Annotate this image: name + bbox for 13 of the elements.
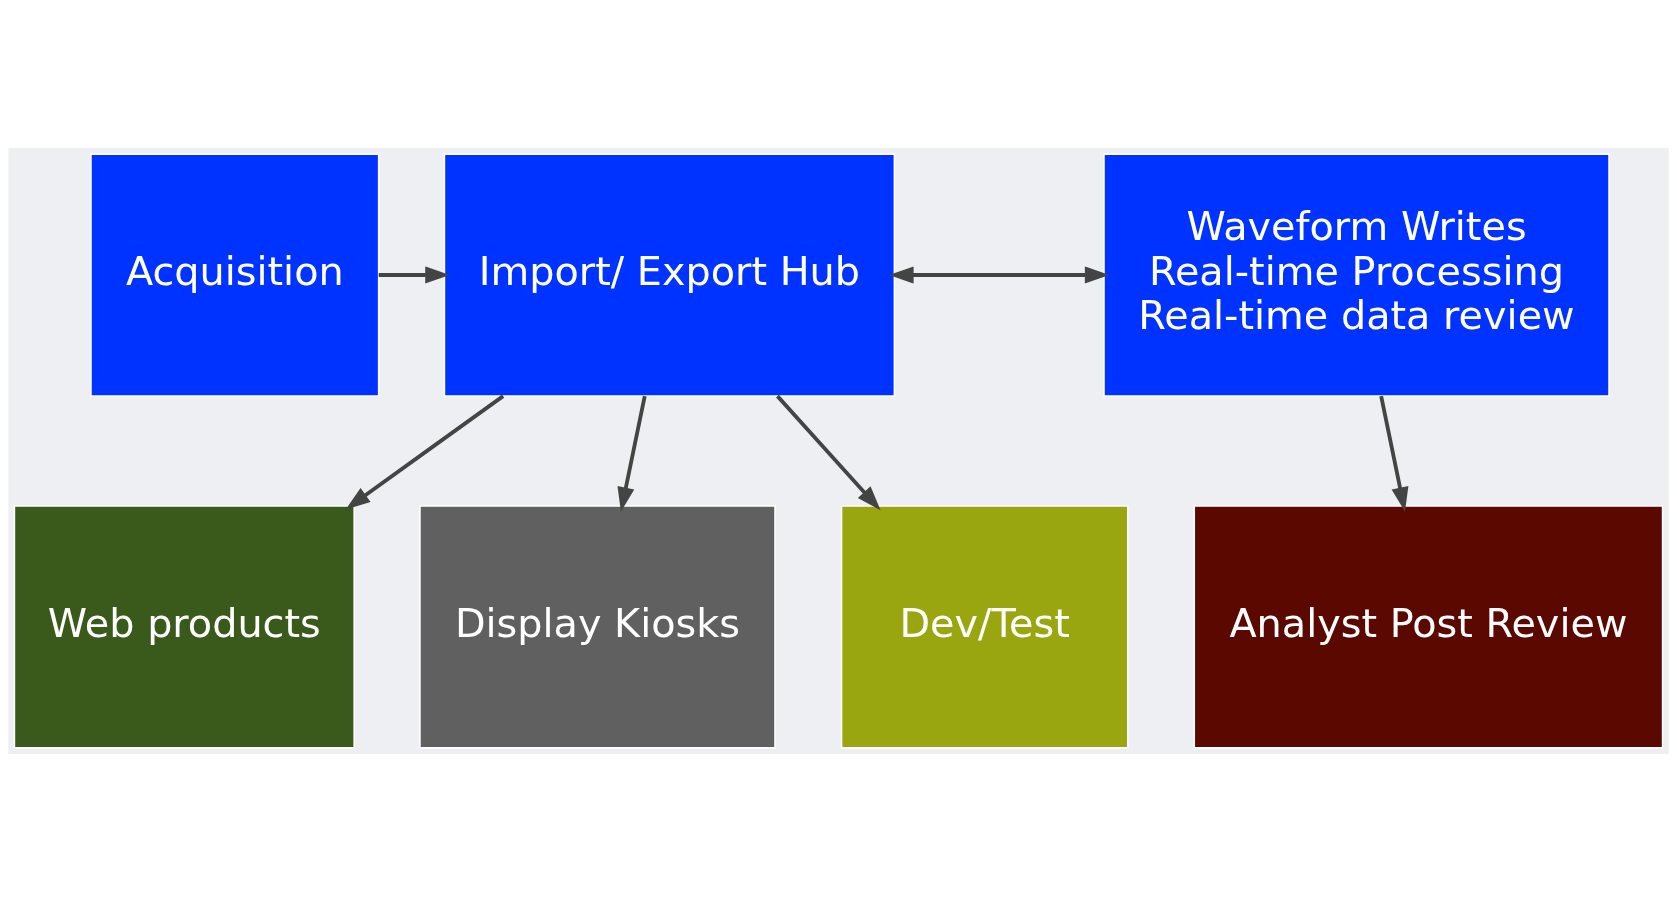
node-box: Display Kiosks [419, 504, 776, 749]
node-box: Waveform Writes Real-time Processing Real-time data review [1103, 152, 1610, 397]
arrow [1379, 395, 1409, 512]
arrow [776, 394, 881, 510]
arrow [617, 395, 647, 512]
node-box: Dev/Test [840, 504, 1129, 749]
node-box: Import/ Export Hub [443, 152, 896, 397]
arrow [889, 265, 1110, 284]
node-box: Web products [13, 504, 355, 749]
node-box: Acquisition [90, 152, 380, 397]
arrow [345, 394, 505, 509]
arrow [378, 265, 450, 284]
node-box: Analyst Post Review [1193, 504, 1664, 749]
